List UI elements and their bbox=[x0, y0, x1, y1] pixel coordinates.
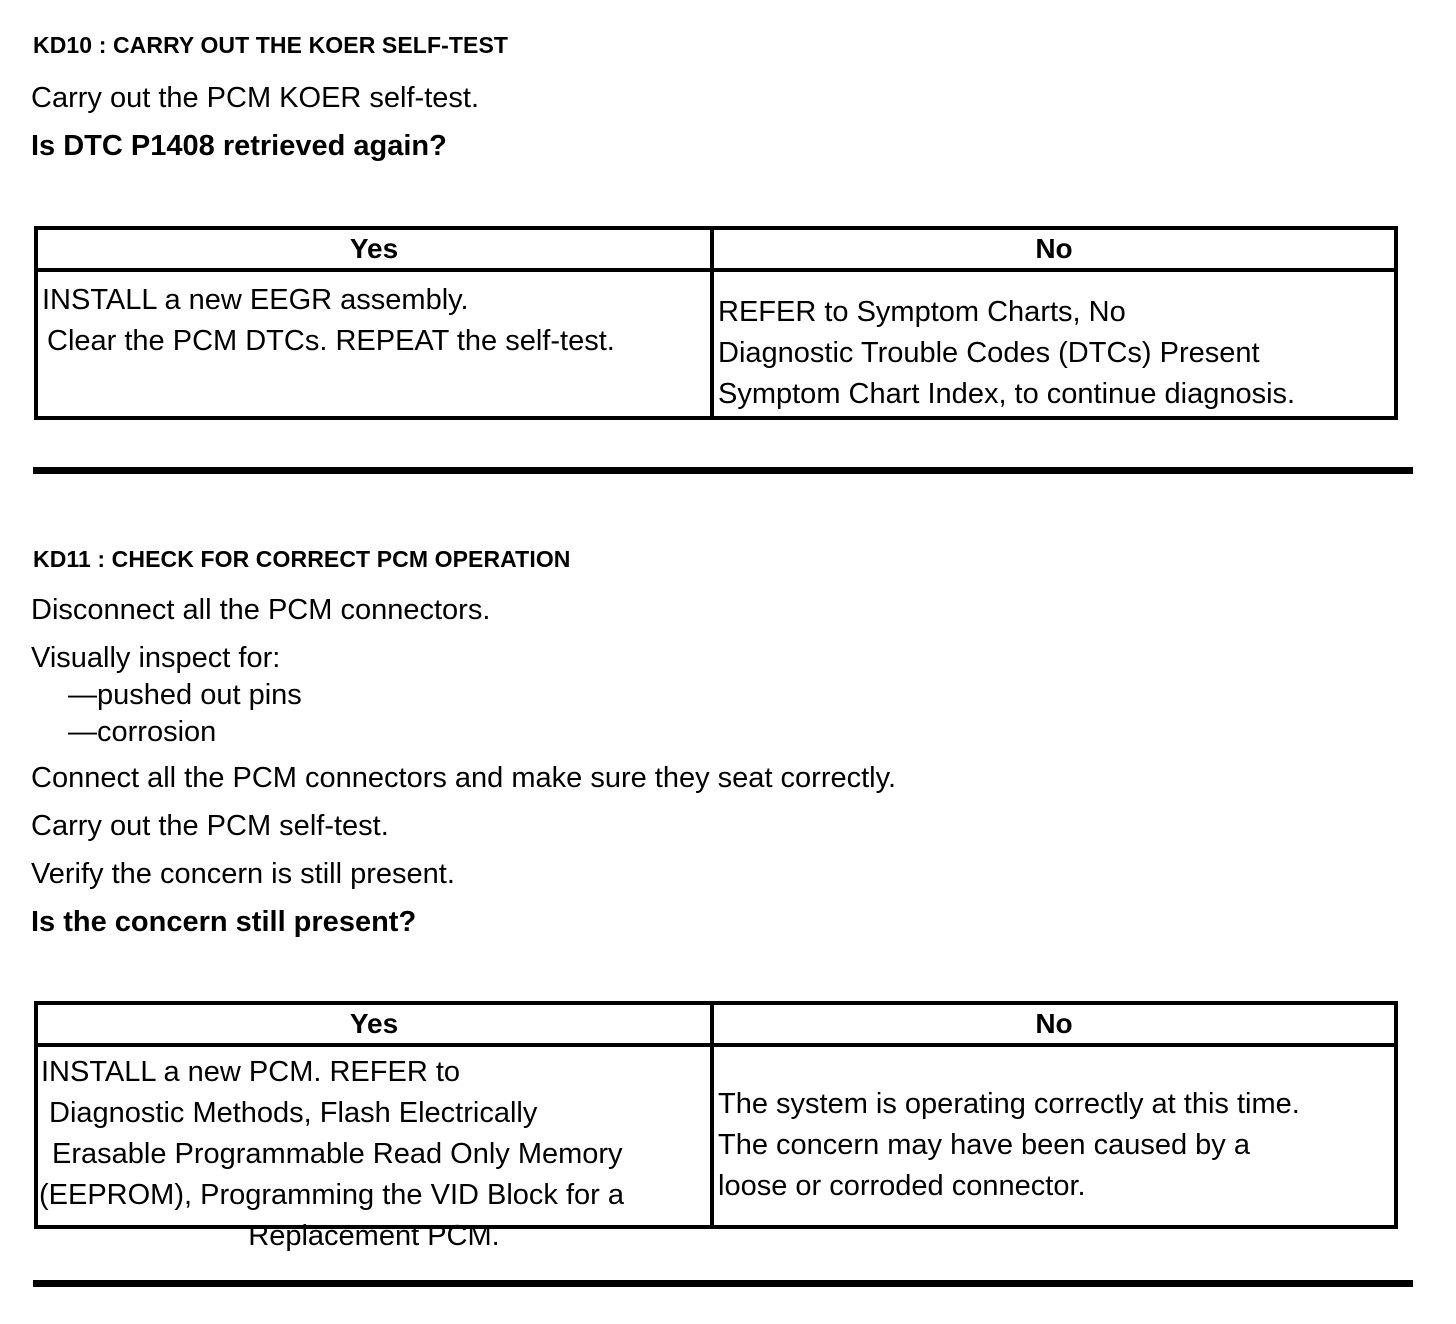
step-text: Carry out the PCM self-test. bbox=[31, 810, 389, 842]
step-text: Disconnect all the PCM connectors. bbox=[31, 594, 491, 626]
header-label-no: No bbox=[1035, 1008, 1073, 1039]
section-divider bbox=[33, 467, 1413, 474]
cell-line: loose or corroded connector. bbox=[718, 1170, 1086, 1202]
cell-line: Erasable Programmable Read Only Memory bbox=[52, 1138, 623, 1170]
header-cell-no: No bbox=[714, 230, 1394, 268]
decision-table-kd10: Yes No INSTALL a new EEGR assembly. Clea… bbox=[34, 226, 1398, 420]
cell-line: REFER to Symptom Charts, No bbox=[718, 296, 1126, 328]
section-divider bbox=[33, 1280, 1413, 1287]
table-header-row: Yes No bbox=[38, 1005, 1394, 1047]
cell-no-lines: REFER to Symptom Charts, No Diagnostic T… bbox=[714, 272, 1394, 415]
header-label-no: No bbox=[1035, 233, 1073, 264]
cell-yes: INSTALL a new PCM. REFER to Diagnostic M… bbox=[38, 1047, 714, 1252]
section-title-kd11: KD11 : CHECK FOR CORRECT PCM OPERATION bbox=[33, 546, 571, 572]
cell-yes-lines: INSTALL a new EEGR assembly. Clear the P… bbox=[38, 272, 710, 362]
step-text: Carry out the PCM KOER self-test. bbox=[31, 82, 480, 114]
header-cell-no: No bbox=[714, 1005, 1394, 1043]
header-label-yes: Yes bbox=[349, 1008, 399, 1039]
step-text: Verify the concern is still present. bbox=[31, 858, 455, 890]
cell-line: INSTALL a new EEGR assembly. bbox=[42, 284, 469, 316]
table-body-row: INSTALL a new EEGR assembly. Clear the P… bbox=[38, 272, 1394, 416]
header-cell-yes: Yes bbox=[38, 230, 714, 268]
step-bullet: —pushed out pins bbox=[68, 679, 302, 711]
table-header-row: Yes No bbox=[38, 230, 1394, 272]
cell-line: Diagnostic Trouble Codes (DTCs) Present bbox=[718, 337, 1260, 369]
cell-line: The concern may have been caused by a bbox=[718, 1129, 1250, 1161]
cell-line: Clear the PCM DTCs. REPEAT the self-test… bbox=[47, 325, 615, 357]
cell-line: The system is operating correctly at thi… bbox=[718, 1088, 1300, 1120]
step-text: Visually inspect for: bbox=[31, 642, 281, 674]
decision-table-kd11: Yes No INSTALL a new PCM. REFER to Diagn… bbox=[34, 1001, 1398, 1252]
cell-yes-lines: INSTALL a new PCM. REFER to Diagnostic M… bbox=[38, 1047, 710, 1257]
cell-yes: INSTALL a new EEGR assembly. Clear the P… bbox=[38, 272, 714, 416]
cell-line: (EEPROM), Programming the VID Block for … bbox=[39, 1179, 624, 1211]
cell-no-lines: The system is operating correctly at thi… bbox=[714, 1047, 1394, 1207]
step-bullet: —corrosion bbox=[68, 716, 217, 748]
question-text: Is the concern still present? bbox=[31, 906, 417, 938]
section-title-kd10: KD10 : CARRY OUT THE KOER SELF-TEST bbox=[33, 32, 509, 58]
cell-line: Diagnostic Methods, Flash Electrically bbox=[49, 1097, 538, 1129]
table-body-row: INSTALL a new PCM. REFER to Diagnostic M… bbox=[38, 1047, 1394, 1252]
cell-no: REFER to Symptom Charts, No Diagnostic T… bbox=[714, 272, 1394, 416]
cell-line: INSTALL a new PCM. REFER to bbox=[41, 1056, 461, 1088]
cell-line: Symptom Chart Index, to continue diagnos… bbox=[718, 378, 1296, 410]
header-label-yes: Yes bbox=[349, 233, 399, 264]
cell-no: The system is operating correctly at thi… bbox=[714, 1047, 1394, 1225]
step-text: Connect all the PCM connectors and make … bbox=[31, 762, 897, 794]
cell-line: Replacement PCM. bbox=[248, 1220, 500, 1252]
question-text: Is DTC P1408 retrieved again? bbox=[31, 130, 447, 162]
header-cell-yes: Yes bbox=[38, 1005, 714, 1043]
